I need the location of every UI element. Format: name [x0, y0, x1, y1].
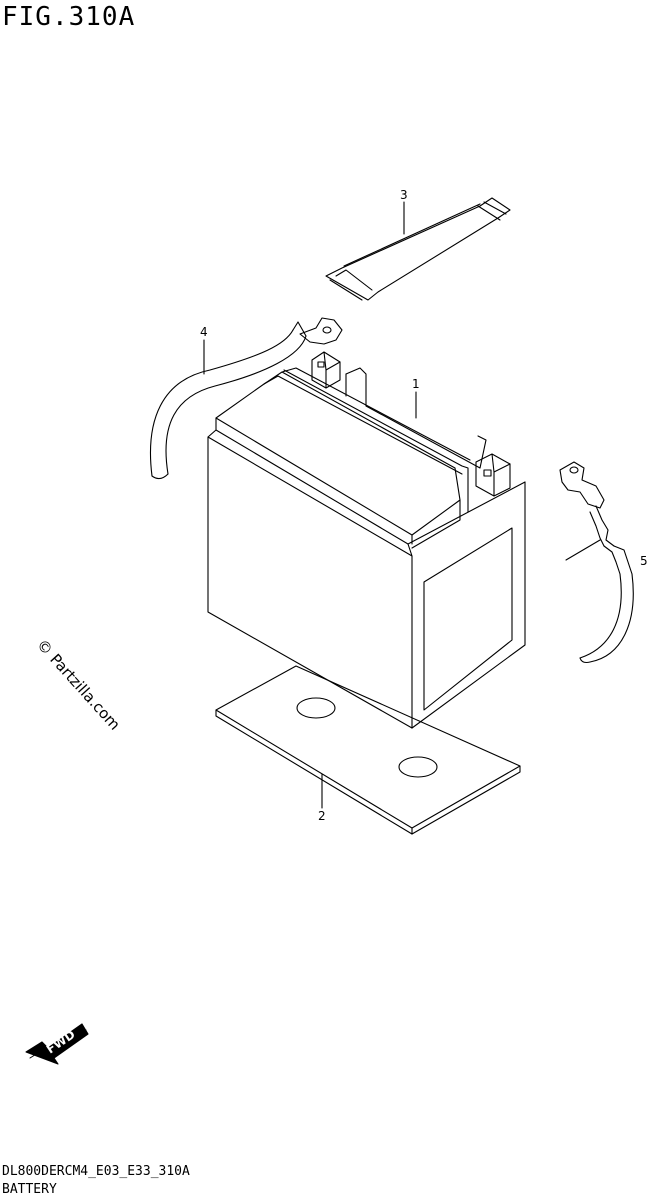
callout-3: 3	[400, 188, 408, 202]
battery-part[interactable]	[207, 351, 526, 729]
battery-pad-part[interactable]	[215, 665, 521, 835]
diagram-code: DL800DERCM4_E03_E33_310A	[2, 1164, 190, 1179]
diagram-name: BATTERY	[2, 1182, 57, 1197]
negative-cable-part[interactable]	[559, 461, 634, 664]
callout-1: 1	[412, 377, 420, 391]
callout-2: 2	[318, 809, 326, 823]
positive-cable-part[interactable]	[149, 317, 343, 480]
figure-title: FIG.310A	[2, 2, 136, 32]
callout-4: 4	[200, 325, 208, 339]
fwd-arrow-icon: FWD	[25, 1023, 89, 1065]
callout-5: 5	[640, 554, 648, 568]
battery-strap-part[interactable]	[325, 197, 511, 301]
watermark-text: © Partzilla.com	[33, 636, 124, 734]
leader-lines	[203, 201, 601, 809]
